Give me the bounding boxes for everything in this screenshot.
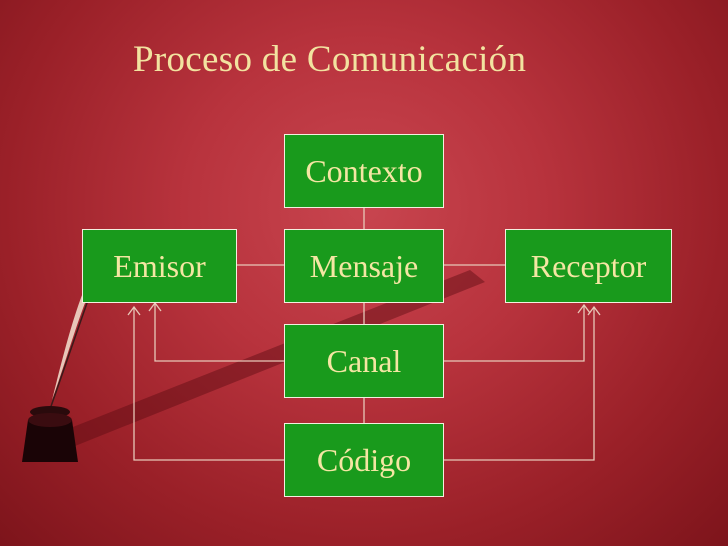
line-canal-receptor: [444, 305, 585, 362]
inkwell-rim: [28, 413, 72, 427]
arrowhead-codigo-emisor: [127, 305, 141, 316]
node-contexto: Contexto: [284, 134, 444, 208]
arrowhead-canal-receptor: [577, 303, 591, 314]
line-canal-emisor: [154, 303, 284, 362]
node-emisor: Emisor: [82, 229, 237, 303]
node-canal: Canal: [284, 324, 444, 398]
node-codigo: Código: [284, 423, 444, 497]
arrowhead-canal-emisor: [148, 301, 162, 312]
inkwell-body: [22, 420, 78, 462]
line-codigo-receptor: [444, 307, 595, 461]
node-receptor: Receptor: [505, 229, 672, 303]
line-codigo-emisor: [133, 307, 284, 461]
arrowhead-codigo-receptor: [587, 305, 601, 316]
slide-title: Proceso de Comunicación: [133, 39, 527, 80]
node-mensaje: Mensaje: [284, 229, 444, 303]
